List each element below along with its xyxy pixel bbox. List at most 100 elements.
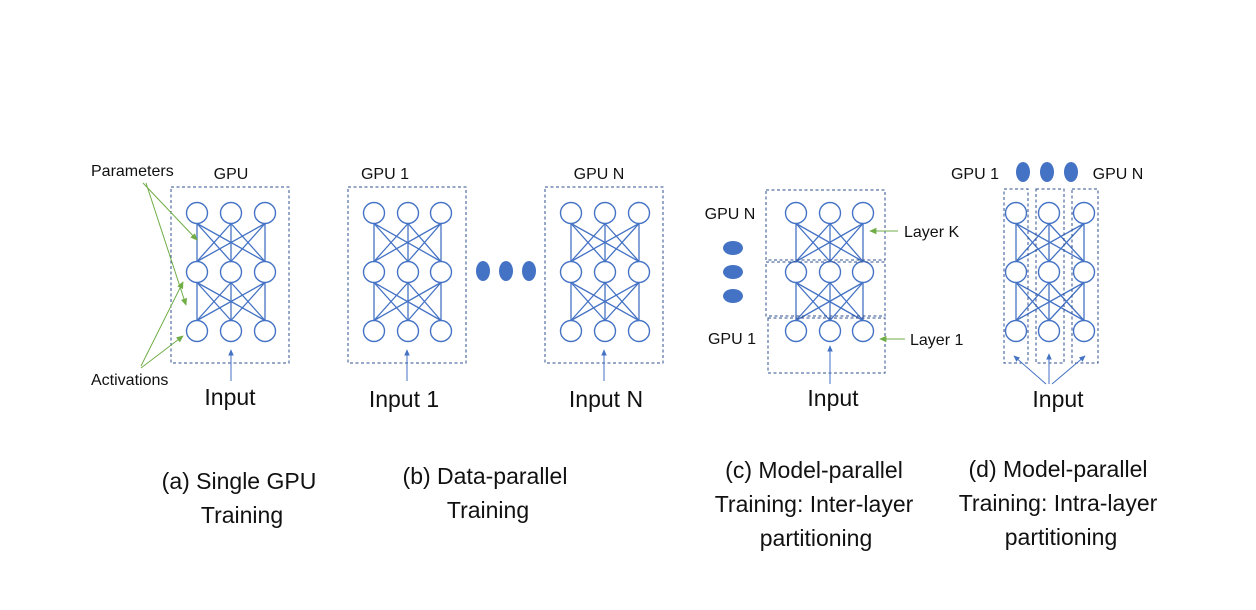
- network-node: [185, 201, 209, 225]
- network-edge: [795, 223, 831, 262]
- panel-c-middle-box: [765, 261, 886, 317]
- panel-c-layer-k-box: [765, 189, 886, 261]
- panel-d-dot: [1040, 162, 1054, 182]
- panel-d-input-label: Input: [1032, 386, 1084, 412]
- network-node: [627, 319, 651, 343]
- network-node: [593, 260, 617, 284]
- network-node: [1072, 201, 1096, 225]
- panel-c-caption-line-1: (c) Model-parallel: [725, 457, 903, 483]
- panel-c-gpu-1-label: GPU 1: [708, 331, 756, 348]
- panel-a-gpu-box: [170, 186, 290, 364]
- neural-networks: [185, 201, 1096, 343]
- network-node: [396, 319, 420, 343]
- network-edge: [570, 281, 640, 322]
- network-edge: [1015, 281, 1085, 322]
- network-node: [253, 201, 277, 225]
- network-node: [362, 260, 386, 284]
- network-node: [818, 260, 842, 284]
- panel-d-caption-line-3: partitioning: [1005, 524, 1118, 550]
- panel-a-caption-line-2: Training: [201, 502, 283, 528]
- panel-c-gpu-n-label: GPU N: [705, 206, 756, 223]
- network-node: [1037, 260, 1061, 284]
- network-edge: [1048, 223, 1085, 262]
- panel-d-caption-line-2: Training: Intra-layer: [959, 490, 1158, 516]
- panel-b-input-1-label: Input 1: [369, 386, 439, 412]
- panel-d-gpu-n-label: GPU N: [1093, 166, 1144, 183]
- network-node: [219, 260, 243, 284]
- panel-c-input-label: Input: [807, 385, 859, 411]
- network-edge: [604, 282, 640, 321]
- network-node: [784, 319, 808, 343]
- network-node: [1004, 260, 1028, 284]
- panel-b-gpu-1-network: [362, 201, 453, 343]
- network-node: [219, 319, 243, 343]
- network-node: [818, 201, 842, 225]
- network-edge: [1015, 222, 1085, 263]
- network-edge: [829, 282, 864, 321]
- network-node: [185, 319, 209, 343]
- network-node: [429, 260, 453, 284]
- panel-d-dot: [1016, 162, 1030, 182]
- panel-a-caption-line-1: (a) Single GPU: [162, 468, 317, 494]
- parameters-pointer: [142, 182, 198, 241]
- panel-b-dot: [522, 261, 536, 281]
- network-edge: [373, 281, 442, 322]
- panel-a-gpu-label: GPU: [214, 166, 249, 183]
- network-edge: [570, 282, 606, 321]
- activations-pointer: [140, 335, 184, 369]
- network-node: [396, 201, 420, 225]
- network-node: [851, 260, 875, 284]
- layer-k-label: Layer K: [904, 224, 959, 241]
- network-node: [851, 319, 875, 343]
- panel-c-layer-1-box: [767, 317, 886, 374]
- network-node: [559, 260, 583, 284]
- network-node: [627, 260, 651, 284]
- network-node: [253, 260, 277, 284]
- network-node: [1072, 319, 1096, 343]
- panel-d-input-arrow: [1051, 355, 1086, 385]
- panel-d-dot: [1064, 162, 1078, 182]
- ellipsis-dots: [476, 162, 1078, 303]
- network-edge: [795, 282, 831, 321]
- layer-1-label: Layer 1: [910, 332, 963, 349]
- network-edge: [795, 281, 864, 322]
- network-node: [219, 201, 243, 225]
- network-edge: [570, 222, 640, 263]
- panel-c-network: [784, 201, 875, 343]
- network-node: [593, 319, 617, 343]
- network-node: [627, 201, 651, 225]
- network-node: [362, 201, 386, 225]
- network-node: [559, 319, 583, 343]
- network-edge: [373, 222, 442, 263]
- parameters-label: Parameters: [91, 163, 174, 180]
- network-node: [1037, 319, 1061, 343]
- panel-d-network: [1004, 201, 1096, 343]
- network-edge: [795, 222, 864, 263]
- panel-c-caption-line-2: Training: Inter-layer: [715, 491, 914, 517]
- network-edge: [230, 223, 266, 262]
- network-node: [784, 201, 808, 225]
- network-node: [1004, 201, 1028, 225]
- activations-label: Activations: [91, 372, 168, 389]
- network-edge: [230, 282, 266, 321]
- input-arrows: [228, 345, 1086, 385]
- network-edge: [373, 223, 409, 262]
- network-edge: [604, 223, 640, 262]
- network-edge: [829, 223, 864, 262]
- annotation-arrows: [140, 182, 905, 369]
- network-node: [396, 260, 420, 284]
- network-node: [818, 319, 842, 343]
- network-node: [593, 201, 617, 225]
- panel-d-gpu-mid-box: [1035, 188, 1065, 364]
- panel-c-dot: [723, 241, 743, 255]
- panel-b-dot: [499, 261, 513, 281]
- network-node: [559, 201, 583, 225]
- panel-b-input-n-label: Input N: [569, 386, 643, 412]
- network-edge: [1048, 282, 1085, 321]
- panel-b-dot: [476, 261, 490, 281]
- network-node: [1072, 260, 1096, 284]
- panel-d-gpu-n-box: [1071, 188, 1099, 364]
- panel-c-caption-line-3: partitioning: [760, 525, 873, 551]
- panel-b-gpu-1-label: GPU 1: [361, 166, 409, 183]
